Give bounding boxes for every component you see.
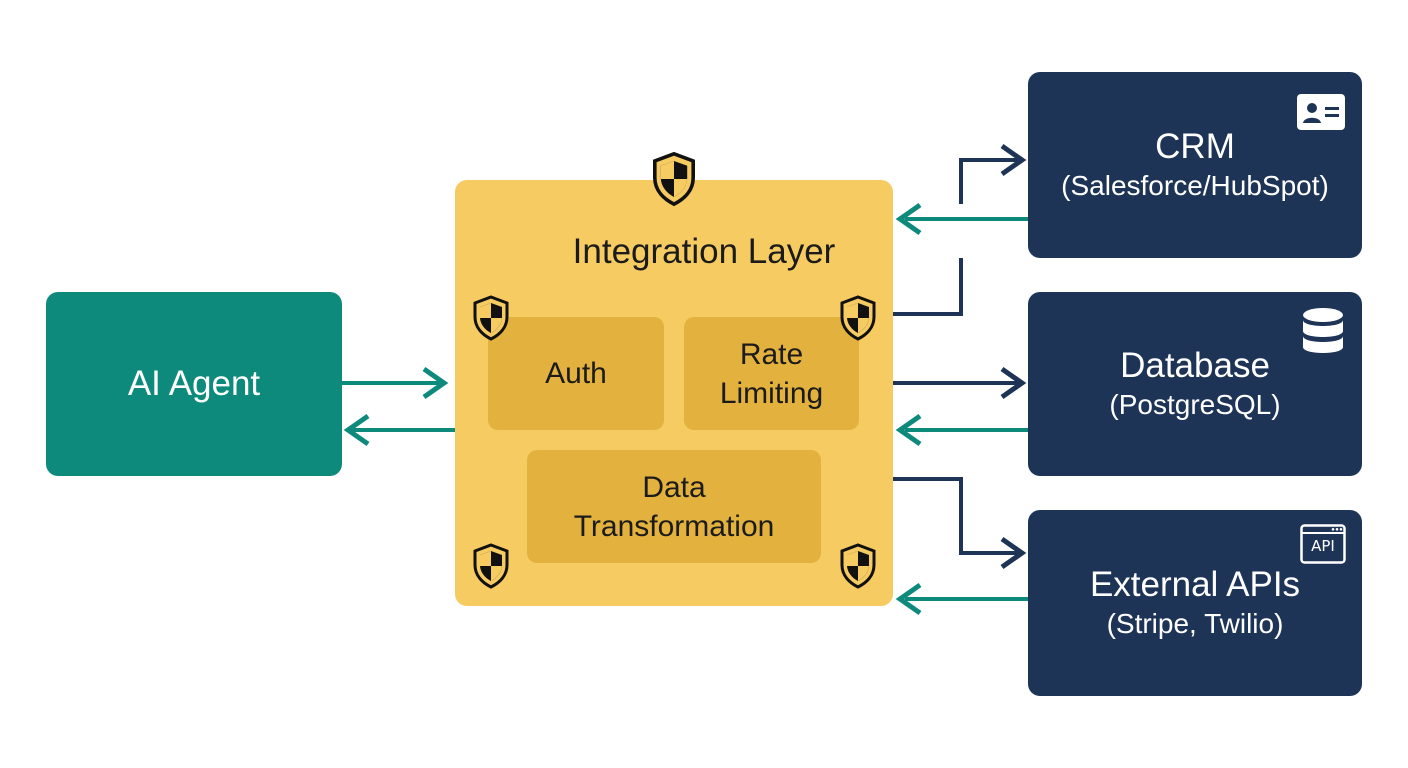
layer-to-agent-arrow — [343, 413, 455, 447]
auth-module: Auth — [488, 317, 664, 430]
shield-icon — [473, 543, 509, 589]
integration-layer-title: Integration Layer — [572, 232, 836, 271]
shield-icon — [840, 543, 876, 589]
layer-to-crm-arrow — [893, 143, 1027, 316]
ai-agent-node: AI Agent — [46, 292, 342, 476]
crm-name: CRM — [1155, 126, 1235, 166]
shield-icon — [473, 295, 509, 341]
crm-node: CRM (Salesforce/HubSpot) — [1028, 72, 1362, 258]
ai-agent-label: AI Agent — [127, 364, 261, 403]
data-transformation-label-line1: Data — [642, 470, 706, 504]
external-apis-to-layer-arrow — [895, 582, 1028, 616]
rate-limiting-label-line1: Rate — [739, 337, 804, 371]
database-subtitle: (PostgreSQL) — [1109, 388, 1281, 420]
database-node: Database (PostgreSQL) — [1028, 292, 1362, 476]
auth-label: Auth — [545, 357, 607, 390]
contact-card-icon — [1297, 94, 1345, 130]
database-name: Database — [1120, 345, 1270, 385]
external-apis-subtitle: (Stripe, Twilio) — [1106, 607, 1284, 639]
data-transformation-module: Data Transformation — [527, 450, 821, 563]
crm-subtitle: (Salesforce/HubSpot) — [1061, 169, 1329, 201]
layer-to-database-arrow — [893, 366, 1027, 400]
shield-icon — [653, 151, 695, 207]
api-icon-text: API — [1311, 537, 1335, 555]
crm-to-layer-arrow — [895, 202, 1028, 236]
external-apis-node: External APIs (Stripe, Twilio) API — [1028, 510, 1362, 696]
agent-to-layer-arrow — [342, 366, 449, 400]
data-transformation-label-line2: Transformation — [573, 509, 775, 543]
shield-icon — [840, 295, 876, 341]
database-icon — [1303, 308, 1343, 353]
rate-limiting-module: Rate Limiting — [684, 317, 859, 430]
layer-to-external-apis-arrow — [893, 477, 1027, 570]
database-to-layer-arrow — [895, 413, 1028, 447]
external-apis-name: External APIs — [1089, 564, 1301, 604]
api-window-icon: API — [1300, 524, 1346, 564]
rate-limiting-label-line2: Limiting — [719, 376, 824, 410]
